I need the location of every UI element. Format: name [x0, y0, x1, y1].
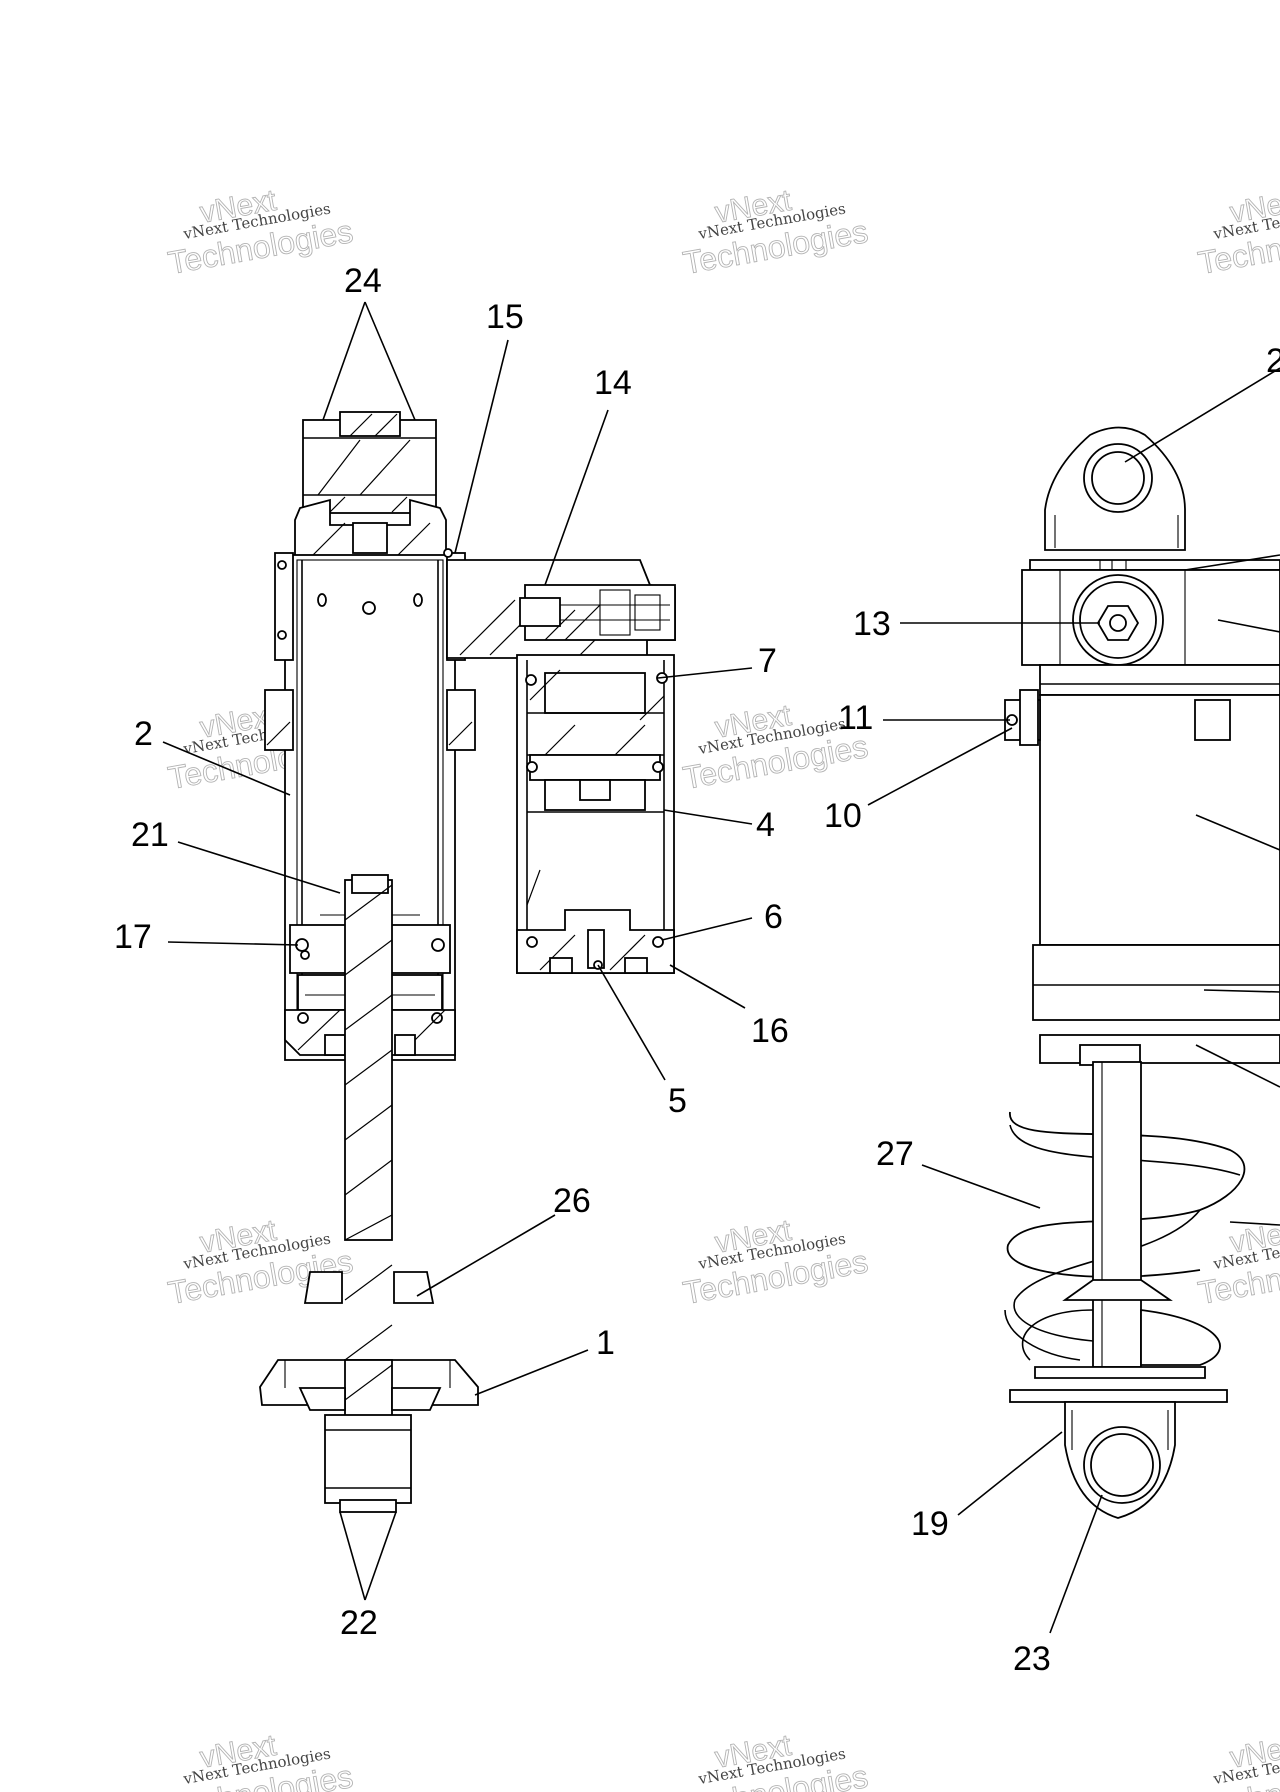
- callout-10: 10: [824, 797, 862, 835]
- watermark: vNext vNext Technologies Technologies: [680, 1728, 871, 1792]
- watermark: vNext vNext Technologies Technologies: [680, 183, 871, 281]
- callout-14: 14: [594, 364, 632, 402]
- callouts: 24 15 14 7 2 4 21 6 17 16 5 26 1 22 13 1…: [114, 262, 1280, 1678]
- callout-4: 4: [756, 806, 775, 844]
- external-shock: [1004, 426, 1280, 1519]
- callout-11: 11: [838, 699, 873, 737]
- external-body: [1039, 694, 1280, 946]
- bottom-bushing: [324, 1414, 412, 1504]
- callout-13: 13: [853, 605, 891, 643]
- piston-shaft: [344, 879, 393, 1241]
- callout-27: 27: [876, 1135, 914, 1173]
- watermark: vNext vNext Technologies Technologies: [1195, 183, 1280, 281]
- external-shaft: [1092, 1061, 1142, 1368]
- callout-22: 22: [340, 1604, 378, 1642]
- watermark: vNext vNext Technologies Technologies: [165, 183, 356, 281]
- callout-2-right: 2: [1266, 342, 1280, 380]
- callout-16: 16: [751, 1012, 789, 1050]
- watermark: vNext vNext Technologies Technologies: [1195, 1213, 1280, 1311]
- callout-5: 5: [668, 1082, 687, 1120]
- callout-15: 15: [486, 298, 524, 336]
- callout-6: 6: [764, 898, 783, 936]
- callout-24: 24: [344, 262, 382, 300]
- callout-17: 17: [114, 918, 152, 956]
- callout-2: 2: [134, 715, 153, 753]
- callout-19: 19: [911, 1505, 949, 1543]
- callout-26: 26: [553, 1182, 591, 1220]
- callout-23: 23: [1013, 1640, 1051, 1678]
- callout-21: 21: [131, 816, 169, 854]
- watermark: vNext vNext Technologies Technologies: [680, 1213, 871, 1311]
- leader-lines: [162, 301, 1280, 1634]
- watermark: vNext vNext Technologies Technologies: [165, 1728, 356, 1792]
- callout-1: 1: [596, 1324, 615, 1362]
- cross-section-shock: [259, 411, 676, 1513]
- callout-7: 7: [758, 642, 777, 680]
- watermark: vNext vNext Technologies Technologies: [1195, 1728, 1280, 1792]
